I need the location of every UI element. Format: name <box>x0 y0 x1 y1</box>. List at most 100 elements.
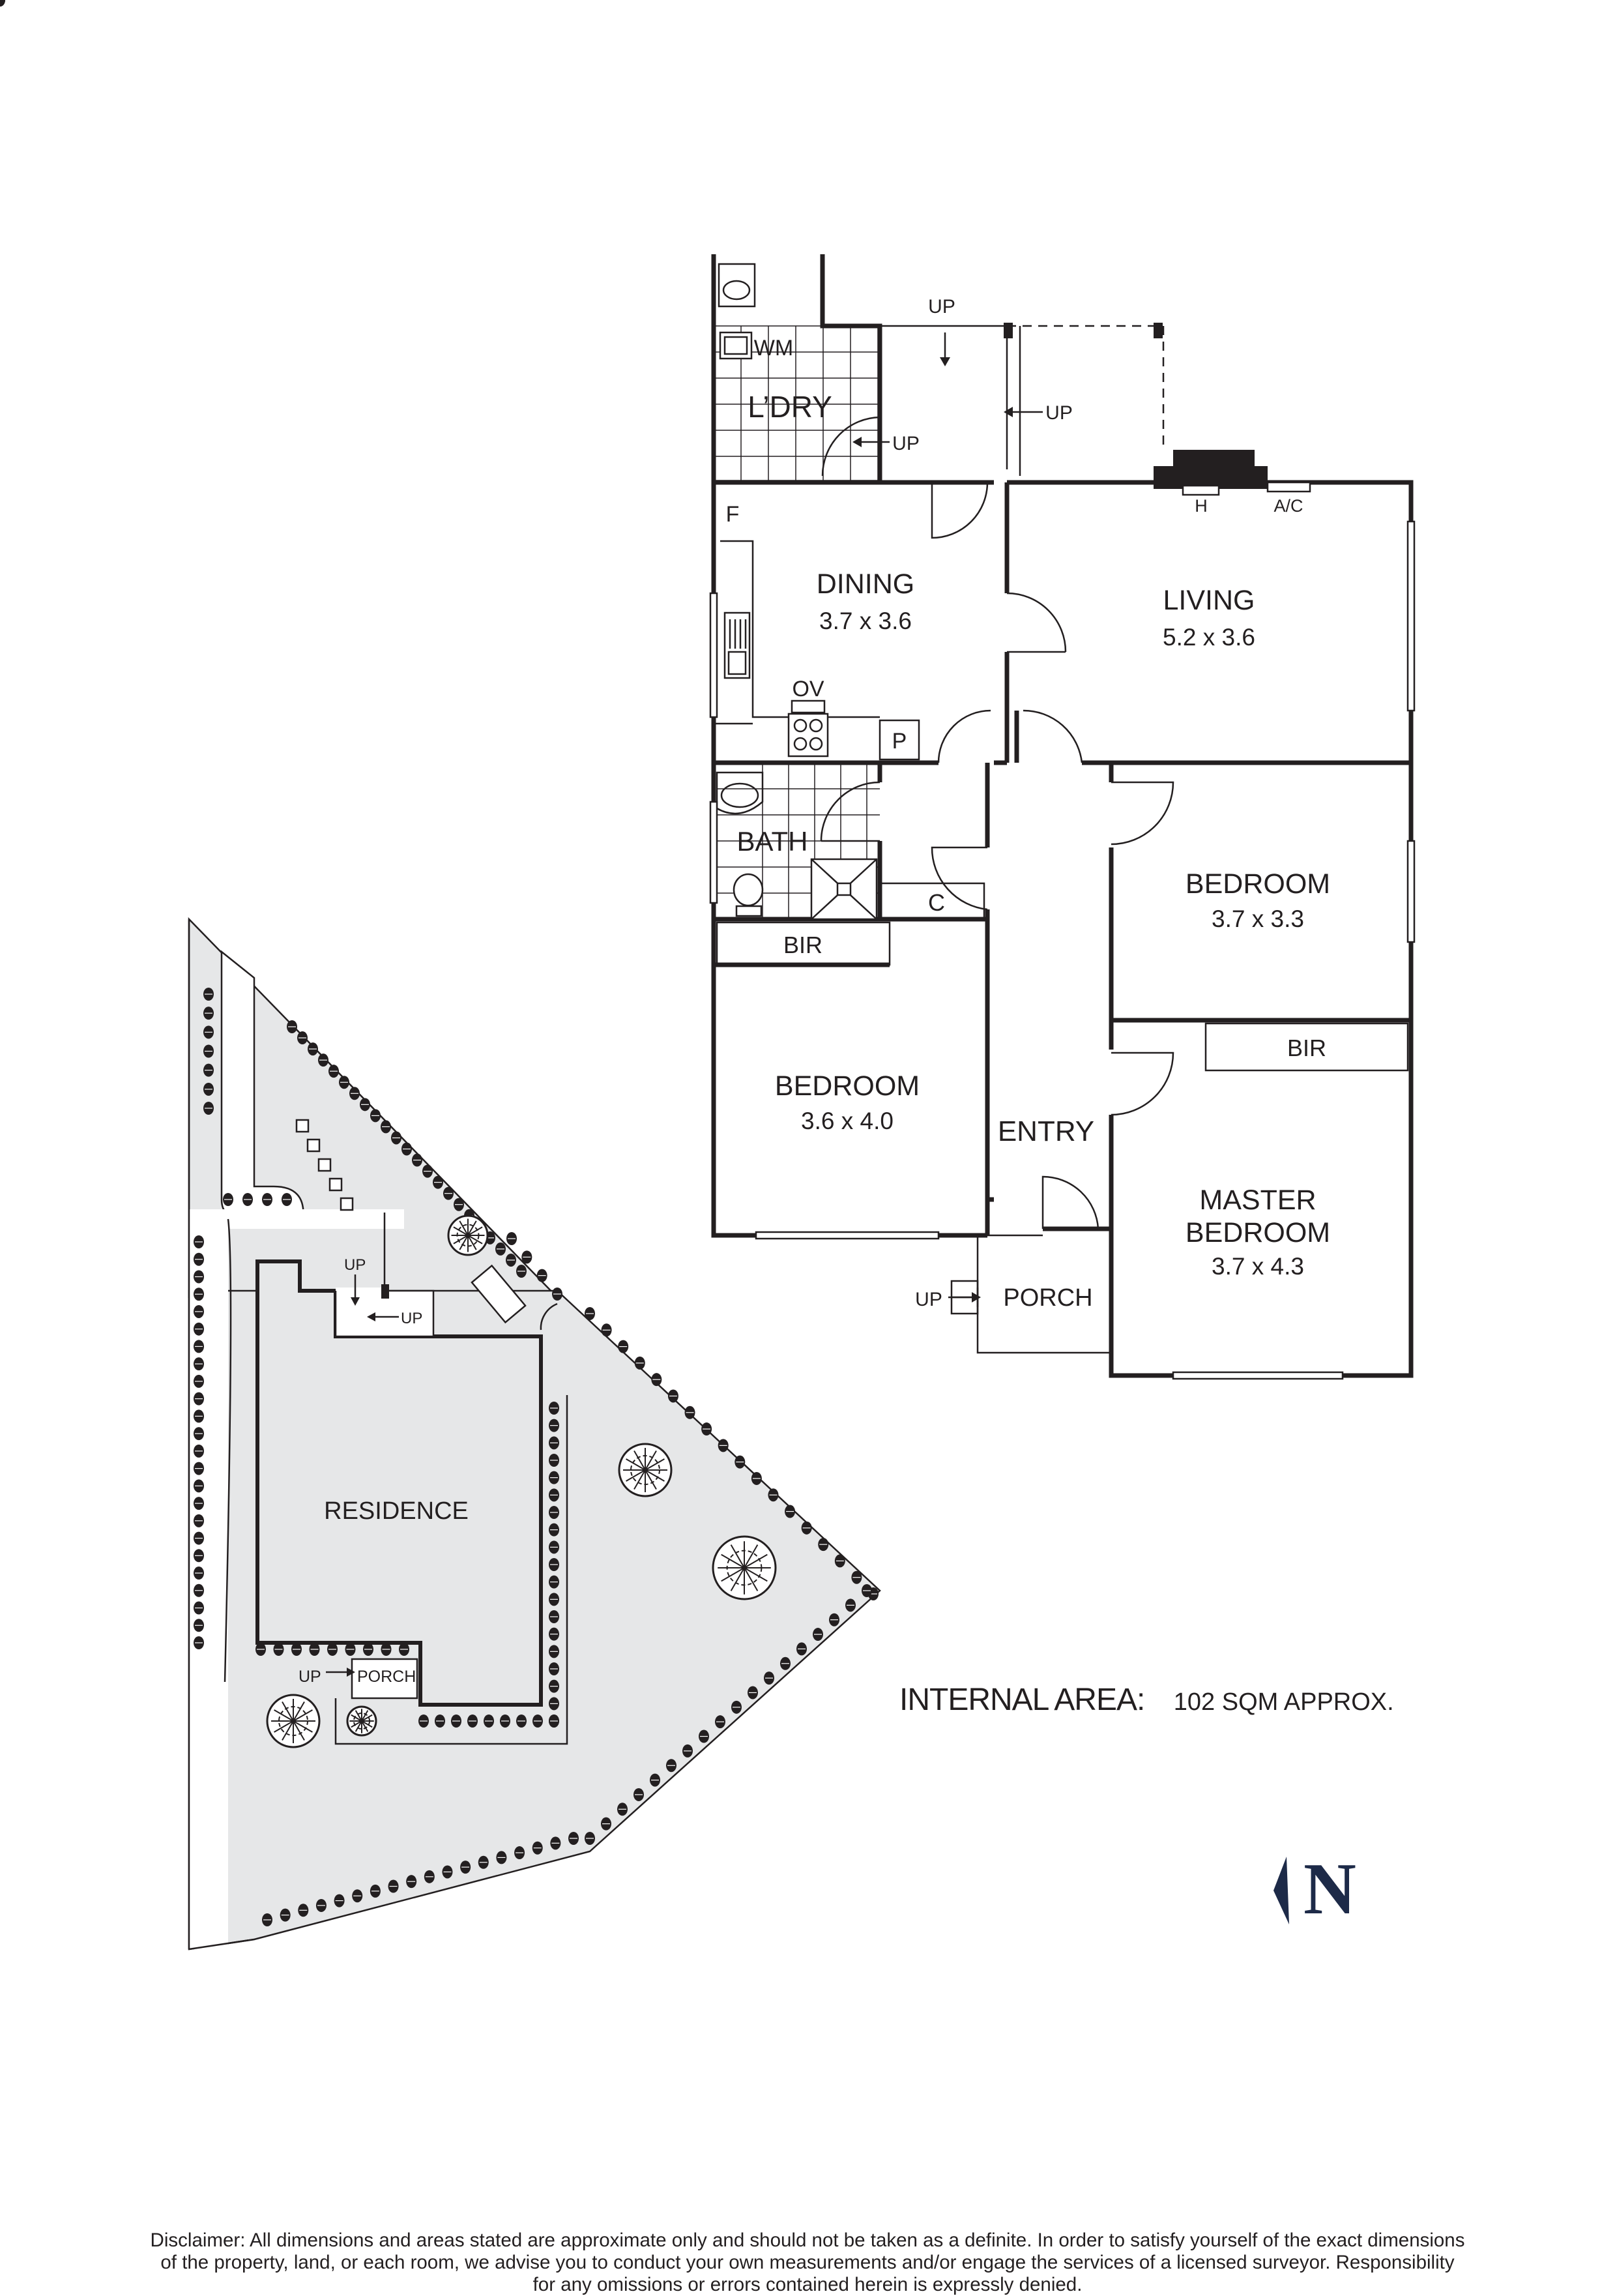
hedge-bead <box>327 1643 338 1656</box>
internal-area: INTERNAL AREA: 102 SQM APPROX. <box>899 1682 1394 1718</box>
hedge-bead <box>363 1643 373 1656</box>
bath-toilet <box>733 873 764 907</box>
hedge-bead <box>845 1598 856 1612</box>
label-master-size: 3.7 x 4.3 <box>1212 1253 1304 1280</box>
north-letter: N <box>1303 1851 1356 1930</box>
hedge-bead <box>282 1193 292 1206</box>
hedge-bead <box>549 1436 559 1450</box>
disclaimer: Disclaimer: All dimensions and areas sta… <box>65 2230 1550 2296</box>
hedge-bead <box>585 1307 595 1320</box>
label-laundry: L’DRY <box>748 390 832 424</box>
hedge-bead <box>549 1540 559 1554</box>
interior-walls <box>714 482 1411 1235</box>
hedge-bead <box>194 1497 204 1510</box>
hedge-bead <box>194 1252 204 1266</box>
hedge-bead <box>406 1875 417 1889</box>
label-pantry: P <box>892 729 907 754</box>
hedge-bead <box>601 1817 611 1831</box>
hedge-bead <box>549 1558 559 1571</box>
hedge-bead <box>549 1697 559 1711</box>
hedge-bead <box>435 1715 445 1728</box>
hedge-bead <box>443 1186 454 1200</box>
label-bedroom-2-size: 3.6 x 4.0 <box>801 1108 894 1134</box>
north-arrow-icon: N <box>1273 1849 1356 1930</box>
label-up-deck: UP <box>1045 402 1073 424</box>
hedge-bead <box>500 1715 510 1728</box>
site-label-porch: PORCH <box>357 1668 416 1686</box>
hedge-bead <box>666 1759 677 1773</box>
label-bedroom-1: BEDROOM <box>1186 868 1330 900</box>
hedge-bead <box>699 1729 709 1743</box>
hedge-bead <box>399 1643 409 1656</box>
hedge-bead <box>532 1715 543 1728</box>
hedge-bead <box>345 1643 356 1656</box>
hedge-bead <box>194 1340 204 1353</box>
label-bedroom-1-size: 3.7 x 3.3 <box>1212 905 1304 932</box>
label-up-porch: UP <box>915 1289 942 1310</box>
hedge-bead <box>454 1198 464 1211</box>
hedge-bead <box>194 1444 204 1458</box>
label-living: LIVING <box>1163 585 1255 616</box>
hedge-bead <box>328 1065 339 1078</box>
hedge-bead <box>194 1235 204 1248</box>
hedge-bead <box>273 1643 284 1656</box>
hedge-bead <box>780 1656 791 1670</box>
hedge-bead <box>194 1409 204 1423</box>
house-floor-plan: WM L’DRY DINING 3.7 x 3.6 LIVING 5.2 x 3… <box>709 254 1416 1380</box>
disclaimer-line-1: Disclaimer: All dimensions and areas sta… <box>150 2230 1465 2251</box>
label-master-line2: BEDROOM <box>1186 1217 1330 1248</box>
label-fridge: F <box>726 502 740 527</box>
tree-icon <box>266 1694 321 1748</box>
site-label-up-rear-2: UP <box>401 1310 422 1327</box>
hedge-bead <box>549 1454 559 1467</box>
label-living-size: 5.2 x 3.6 <box>1163 624 1255 651</box>
hedge-bead <box>308 1042 318 1056</box>
hedge-bead <box>701 1422 712 1436</box>
hedge-bead <box>549 1679 559 1693</box>
hedge-bead <box>203 1063 214 1077</box>
hedge-bead <box>318 1053 328 1067</box>
label-up-top: UP <box>928 296 955 317</box>
hedge-bead <box>549 1523 559 1537</box>
hedge-bead <box>291 1643 302 1656</box>
hedge-bead <box>194 1357 204 1371</box>
hedge-bead <box>633 1788 644 1801</box>
label-bir-1: BIR <box>783 932 822 958</box>
hedge-bead <box>801 1521 812 1535</box>
hedge-bead <box>418 1715 429 1728</box>
hedge-bead <box>242 1193 253 1206</box>
hedge-bead <box>194 1549 204 1563</box>
label-oven: OV <box>792 677 824 701</box>
hedge-bead <box>549 1402 559 1415</box>
hedge-bead <box>203 988 214 1001</box>
site-label-residence: RESIDENCE <box>324 1497 469 1525</box>
label-bir-2: BIR <box>1287 1035 1326 1061</box>
hedge-bead <box>401 1142 412 1156</box>
hedge-bead <box>495 1242 506 1256</box>
hedge-bead <box>748 1686 758 1700</box>
door-swings <box>820 416 1174 1229</box>
label-wm: WM <box>754 336 793 361</box>
hedge-bead <box>334 1894 345 1907</box>
hedge-bead <box>422 1164 433 1178</box>
hedge-bead <box>785 1505 796 1518</box>
hedge-bead <box>506 1253 516 1267</box>
hedge-bead <box>514 1846 525 1860</box>
hedge-bead <box>262 1193 272 1206</box>
room-labels: WM L’DRY DINING 3.7 x 3.6 LIVING 5.2 x 3… <box>726 296 1330 1312</box>
fireplace <box>1154 450 1311 496</box>
label-heater: H <box>1195 496 1208 516</box>
site-hedges <box>0 0 879 1926</box>
hedge-bead <box>381 1120 391 1134</box>
hedge-bead <box>339 1076 349 1089</box>
hedge-bead <box>682 1744 693 1758</box>
hedge-bead <box>262 1913 272 1926</box>
hedge-bead <box>388 1879 399 1893</box>
hedge-bead <box>478 1855 489 1869</box>
hedge-bead <box>684 1406 695 1419</box>
hedge-bead <box>370 1109 381 1123</box>
label-dining: DINING <box>817 568 915 600</box>
hedge-bead <box>194 1374 204 1388</box>
hedge-bead <box>223 1193 233 1206</box>
hedge-bead <box>634 1356 645 1370</box>
